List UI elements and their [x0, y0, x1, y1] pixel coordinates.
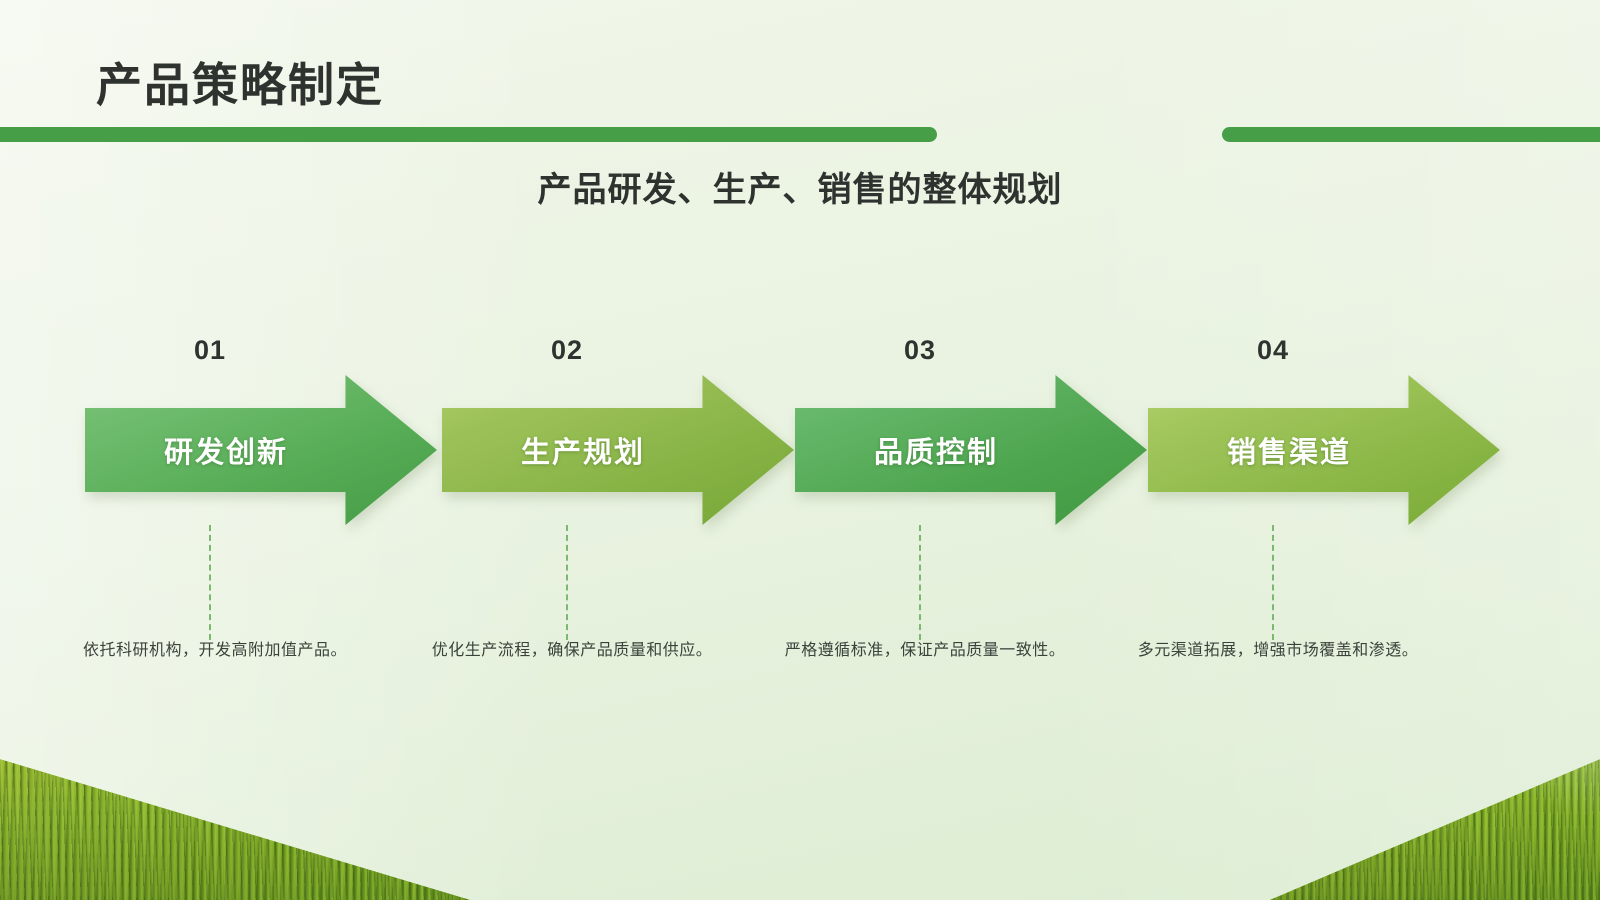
- step-connector-3: [919, 525, 921, 640]
- step-item-3[interactable]: 03 品质控制 严格遵循标准，保证产品质量一致性。: [785, 335, 1155, 675]
- step-item-2[interactable]: 02 生产规划 优化生产流程，确保产品质量和供应。: [432, 335, 802, 675]
- step-connector-1: [209, 525, 211, 640]
- step-connector-2: [566, 525, 568, 640]
- step-number-2: 02: [550, 335, 584, 365]
- page-subtitle: 产品研发、生产、销售的整体规划: [537, 171, 1063, 209]
- arrow-shape-4: [1148, 375, 1500, 525]
- step-caption-4: 多元渠道拓展，增强市场覆盖和渗透。: [1137, 642, 1419, 659]
- step-connector-4: [1272, 525, 1274, 640]
- arrow-shape-1: [85, 375, 437, 525]
- arrow-shape-3: [795, 375, 1147, 525]
- page-title: 产品策略制定: [96, 59, 384, 111]
- step-number-4: 04: [1256, 335, 1290, 365]
- right-arrow-icon: [795, 375, 1147, 525]
- step-caption-1: 依托科研机构，开发高附加值产品。: [82, 642, 347, 659]
- header-rule-left: [0, 127, 937, 142]
- step-item-4[interactable]: 04 销售渠道 多元渠道拓展，增强市场覆盖和渗透。: [1138, 335, 1508, 675]
- step-caption-3: 严格遵循标准，保证产品质量一致性。: [784, 642, 1066, 659]
- right-arrow-icon: [1148, 375, 1500, 525]
- right-arrow-icon: [85, 375, 437, 525]
- right-arrow-icon: [442, 375, 794, 525]
- arrow-shape-2: [442, 375, 794, 525]
- step-number-1: 01: [193, 335, 227, 365]
- header-rule-right: [1222, 127, 1600, 142]
- step-caption-2: 优化生产流程，确保产品质量和供应。: [431, 642, 713, 659]
- step-item-1[interactable]: 01 研发创新 依托科研机构，开发高附加值产品。: [83, 335, 445, 675]
- step-number-3: 03: [903, 335, 937, 365]
